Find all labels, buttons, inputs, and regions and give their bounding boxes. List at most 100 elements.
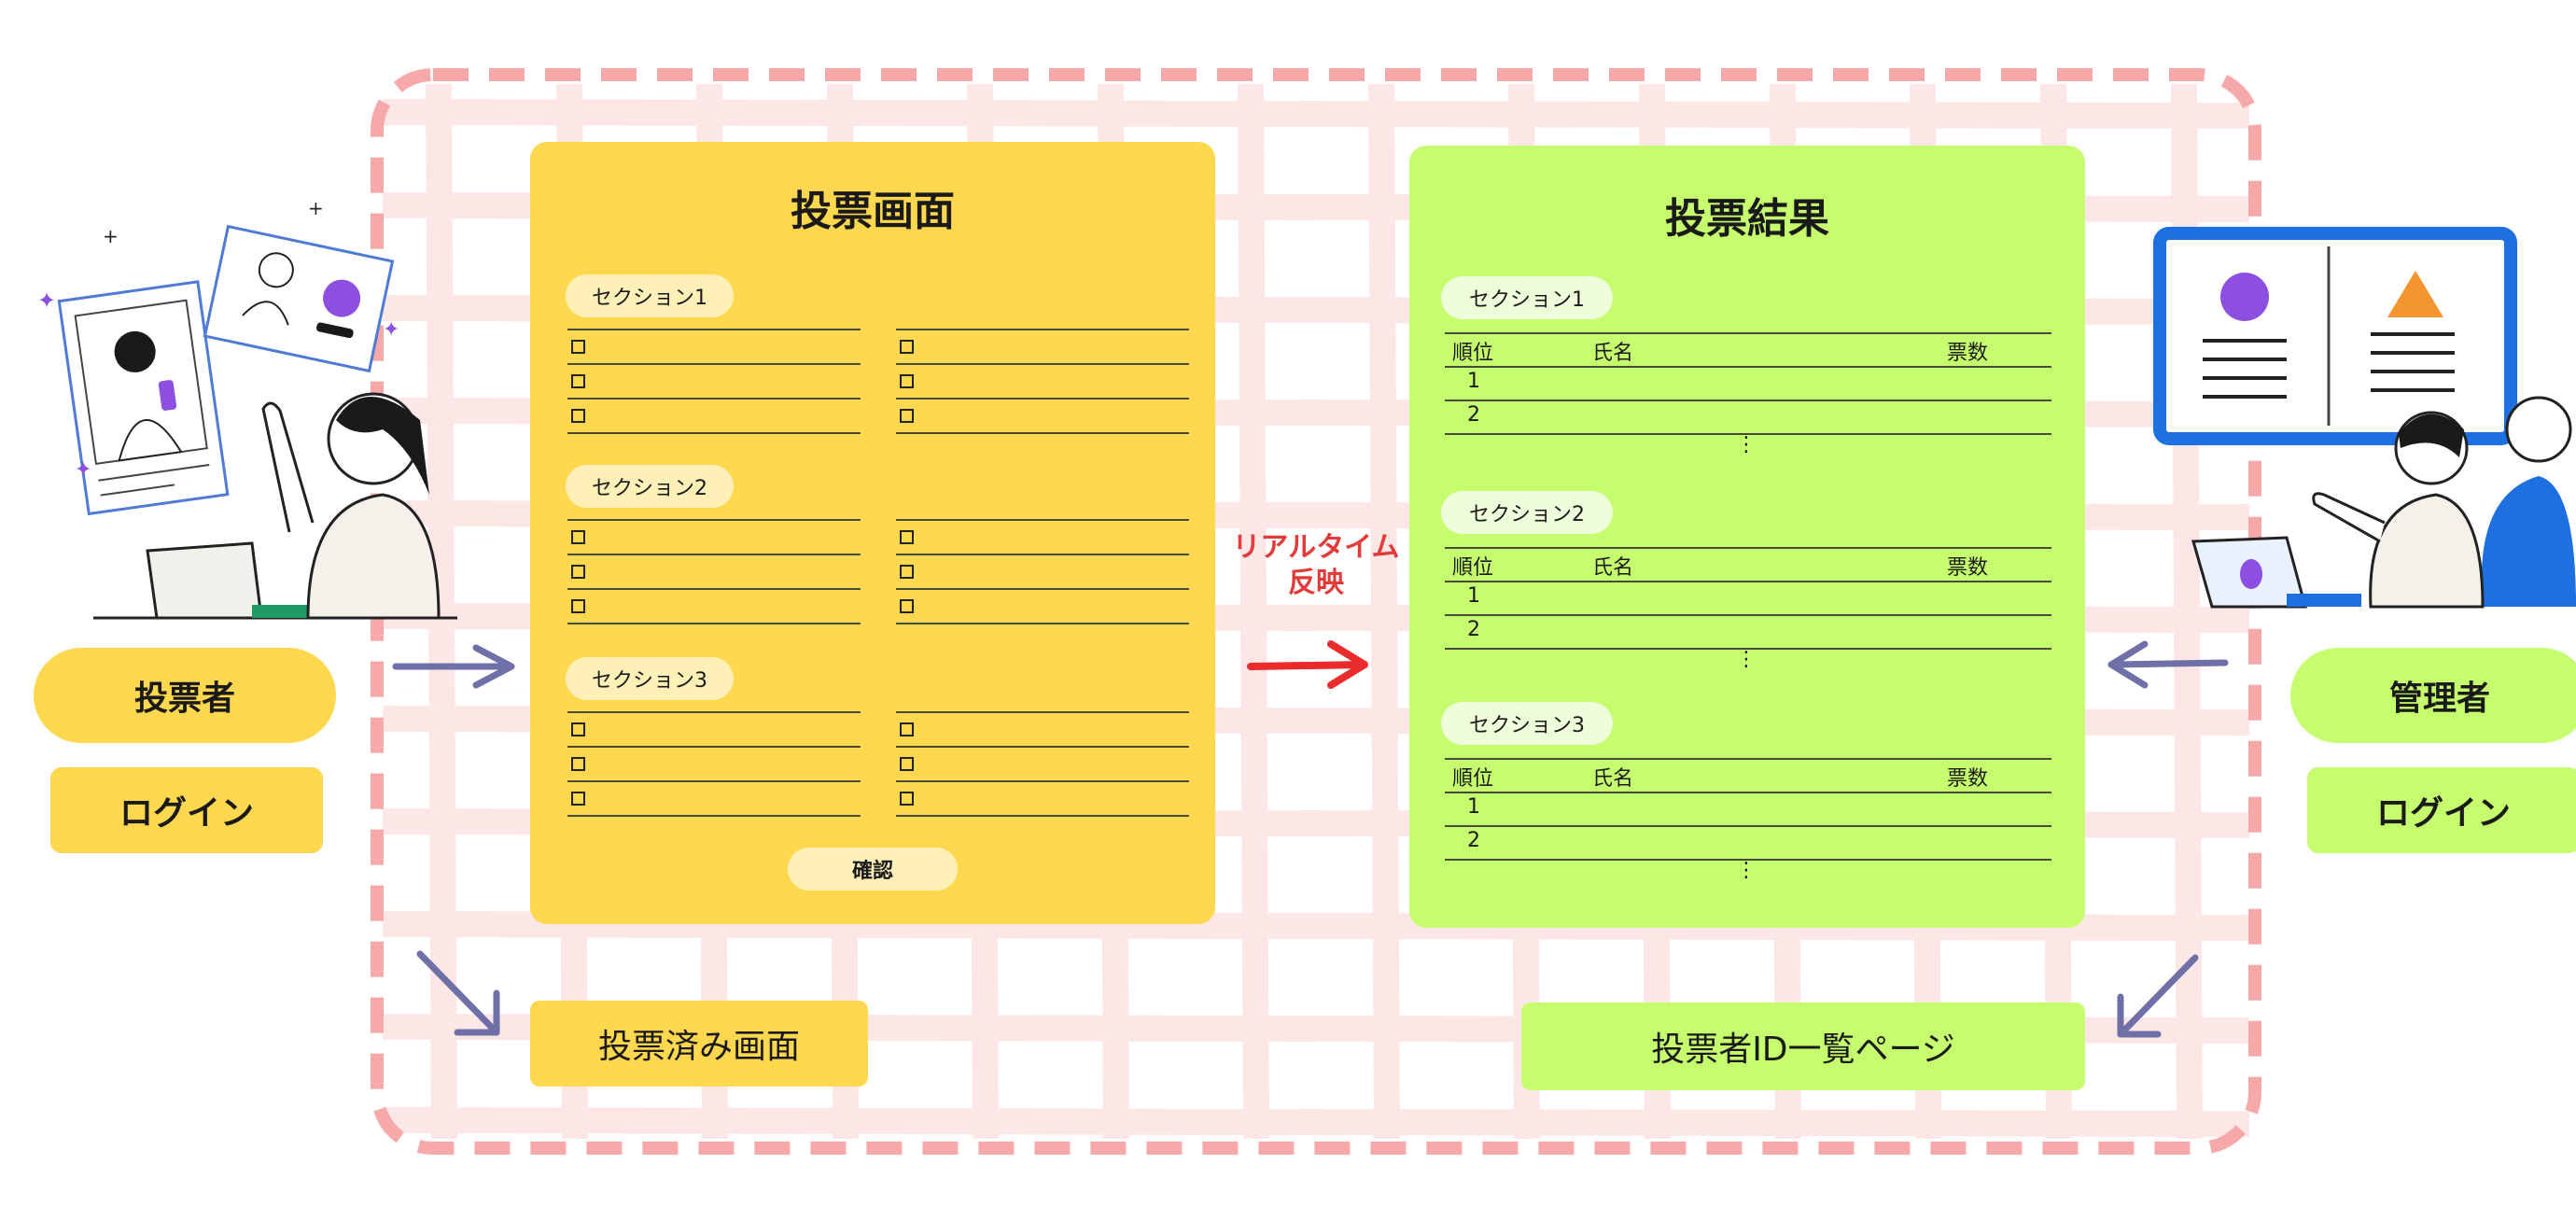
result-column-header: 順位 [1452,556,1494,580]
vote-row-divider [567,623,861,624]
vote-row-divider [896,554,1189,555]
vote-row-divider [567,432,861,434]
vote-row-divider [567,398,861,400]
vote-row-divider [567,363,861,365]
vote-row-divider [896,329,1189,330]
checkbox-icon[interactable] [900,565,914,579]
result-row-divider [1445,433,2051,435]
vote-screen-card: 投票画面 セクション1 セクション2 セクション3 確認 [530,142,1215,924]
admin-role-badge: 管理者 [2290,648,2576,743]
voter-login-button[interactable]: ログイン [50,767,323,853]
voter-id-list-page-box: 投票者ID一覧ページ [1521,1003,2085,1090]
result-row-divider [1445,332,2051,334]
vote-row-divider [896,780,1189,782]
result-column-header: 氏名 [1592,767,1634,791]
result-column-header: 票数 [1947,556,1989,580]
checkbox-icon[interactable] [900,599,914,613]
vote-section-pill: セクション2 [566,465,734,508]
checkbox-icon[interactable] [900,409,914,423]
result-row-divider [1445,648,2051,650]
checkbox-icon[interactable] [900,722,914,736]
result-row-divider [1445,758,2051,760]
checkbox-icon[interactable] [571,722,585,736]
vote-section-pill: セクション1 [566,274,734,317]
vote-row-divider [567,711,861,713]
checkbox-icon[interactable] [900,374,914,388]
checkbox-icon[interactable] [571,792,585,806]
result-row-divider [1445,547,2051,549]
result-column-header: 氏名 [1592,556,1634,580]
checkbox-icon[interactable] [571,340,585,354]
result-row-divider [1445,859,2051,861]
realtime-line1: リアルタイム [1232,531,1400,564]
checkbox-icon[interactable] [571,530,585,544]
grid-line [382,1107,2250,1137]
result-column-header: 票数 [1947,767,1989,791]
vote-row-divider [567,519,861,521]
vote-row-divider [896,815,1189,817]
result-rank: 1 [1467,795,1480,819]
result-ellipsis: ⋮ [1736,433,1757,456]
result-column-header: 順位 [1452,767,1494,791]
realtime-label: リアルタイム 反映 [1213,530,1419,601]
result-column-header: 氏名 [1592,342,1634,365]
vote-row-divider [896,398,1189,400]
vote-row-divider [567,329,861,330]
checkbox-icon[interactable] [900,792,914,806]
vote-row-divider [896,746,1189,748]
vote-section-pill: セクション3 [566,657,734,700]
result-rank: 2 [1467,618,1480,641]
vote-row-divider [896,623,1189,624]
vote-row-divider [567,588,861,590]
result-section-pill: セクション3 [1441,702,1613,745]
vote-row-divider [567,815,861,817]
vote-row-divider [896,519,1189,521]
checkbox-icon[interactable] [900,340,914,354]
confirm-button[interactable]: 確認 [788,848,958,890]
vote-screen-title: 投票画面 [791,188,955,235]
checkbox-icon[interactable] [571,409,585,423]
vote-row-divider [567,746,861,748]
vote-row-divider [896,588,1189,590]
checkbox-icon[interactable] [900,757,914,771]
result-row-divider [1445,400,2051,401]
voter-illustration: ✦ ✦ ✦ + + [37,197,457,620]
admin-illustration [2153,227,2576,609]
result-column-header: 順位 [1452,342,1494,365]
vote-row-divider [896,432,1189,434]
result-section-pill: セクション1 [1441,276,1613,319]
svg-text:+: + [103,225,119,247]
result-rank: 1 [1467,370,1480,393]
checkbox-icon[interactable] [900,530,914,544]
vote-row-divider [896,711,1189,713]
result-section-pill: セクション2 [1441,491,1613,534]
result-ellipsis: ⋮ [1736,648,1757,671]
grid-line [382,99,2250,129]
result-column-header: 票数 [1947,342,1989,365]
result-rank: 1 [1467,584,1480,608]
checkbox-icon[interactable] [571,374,585,388]
checkbox-icon[interactable] [571,565,585,579]
result-rank: 2 [1467,403,1480,427]
result-rank: 2 [1467,829,1480,852]
result-row-divider [1445,792,2051,793]
checkbox-icon[interactable] [571,757,585,771]
svg-text:✦: ✦ [75,458,91,482]
voted-screen-box: 投票済み画面 [530,1001,868,1087]
admin-login-button[interactable]: ログイン [2307,767,2576,853]
result-row-divider [1445,825,2051,827]
result-ellipsis: ⋮ [1736,859,1757,882]
voter-role-badge: 投票者 [34,648,336,743]
result-row-divider [1445,366,2051,368]
checkbox-icon[interactable] [571,599,585,613]
svg-text:✦: ✦ [37,287,56,314]
vote-row-divider [567,780,861,782]
result-row-divider [1445,614,2051,616]
realtime-line2: 反映 [1288,567,1344,599]
result-row-divider [1445,581,2051,582]
vote-row-divider [567,554,861,555]
svg-text:+: + [308,197,324,219]
vote-row-divider [896,363,1189,365]
